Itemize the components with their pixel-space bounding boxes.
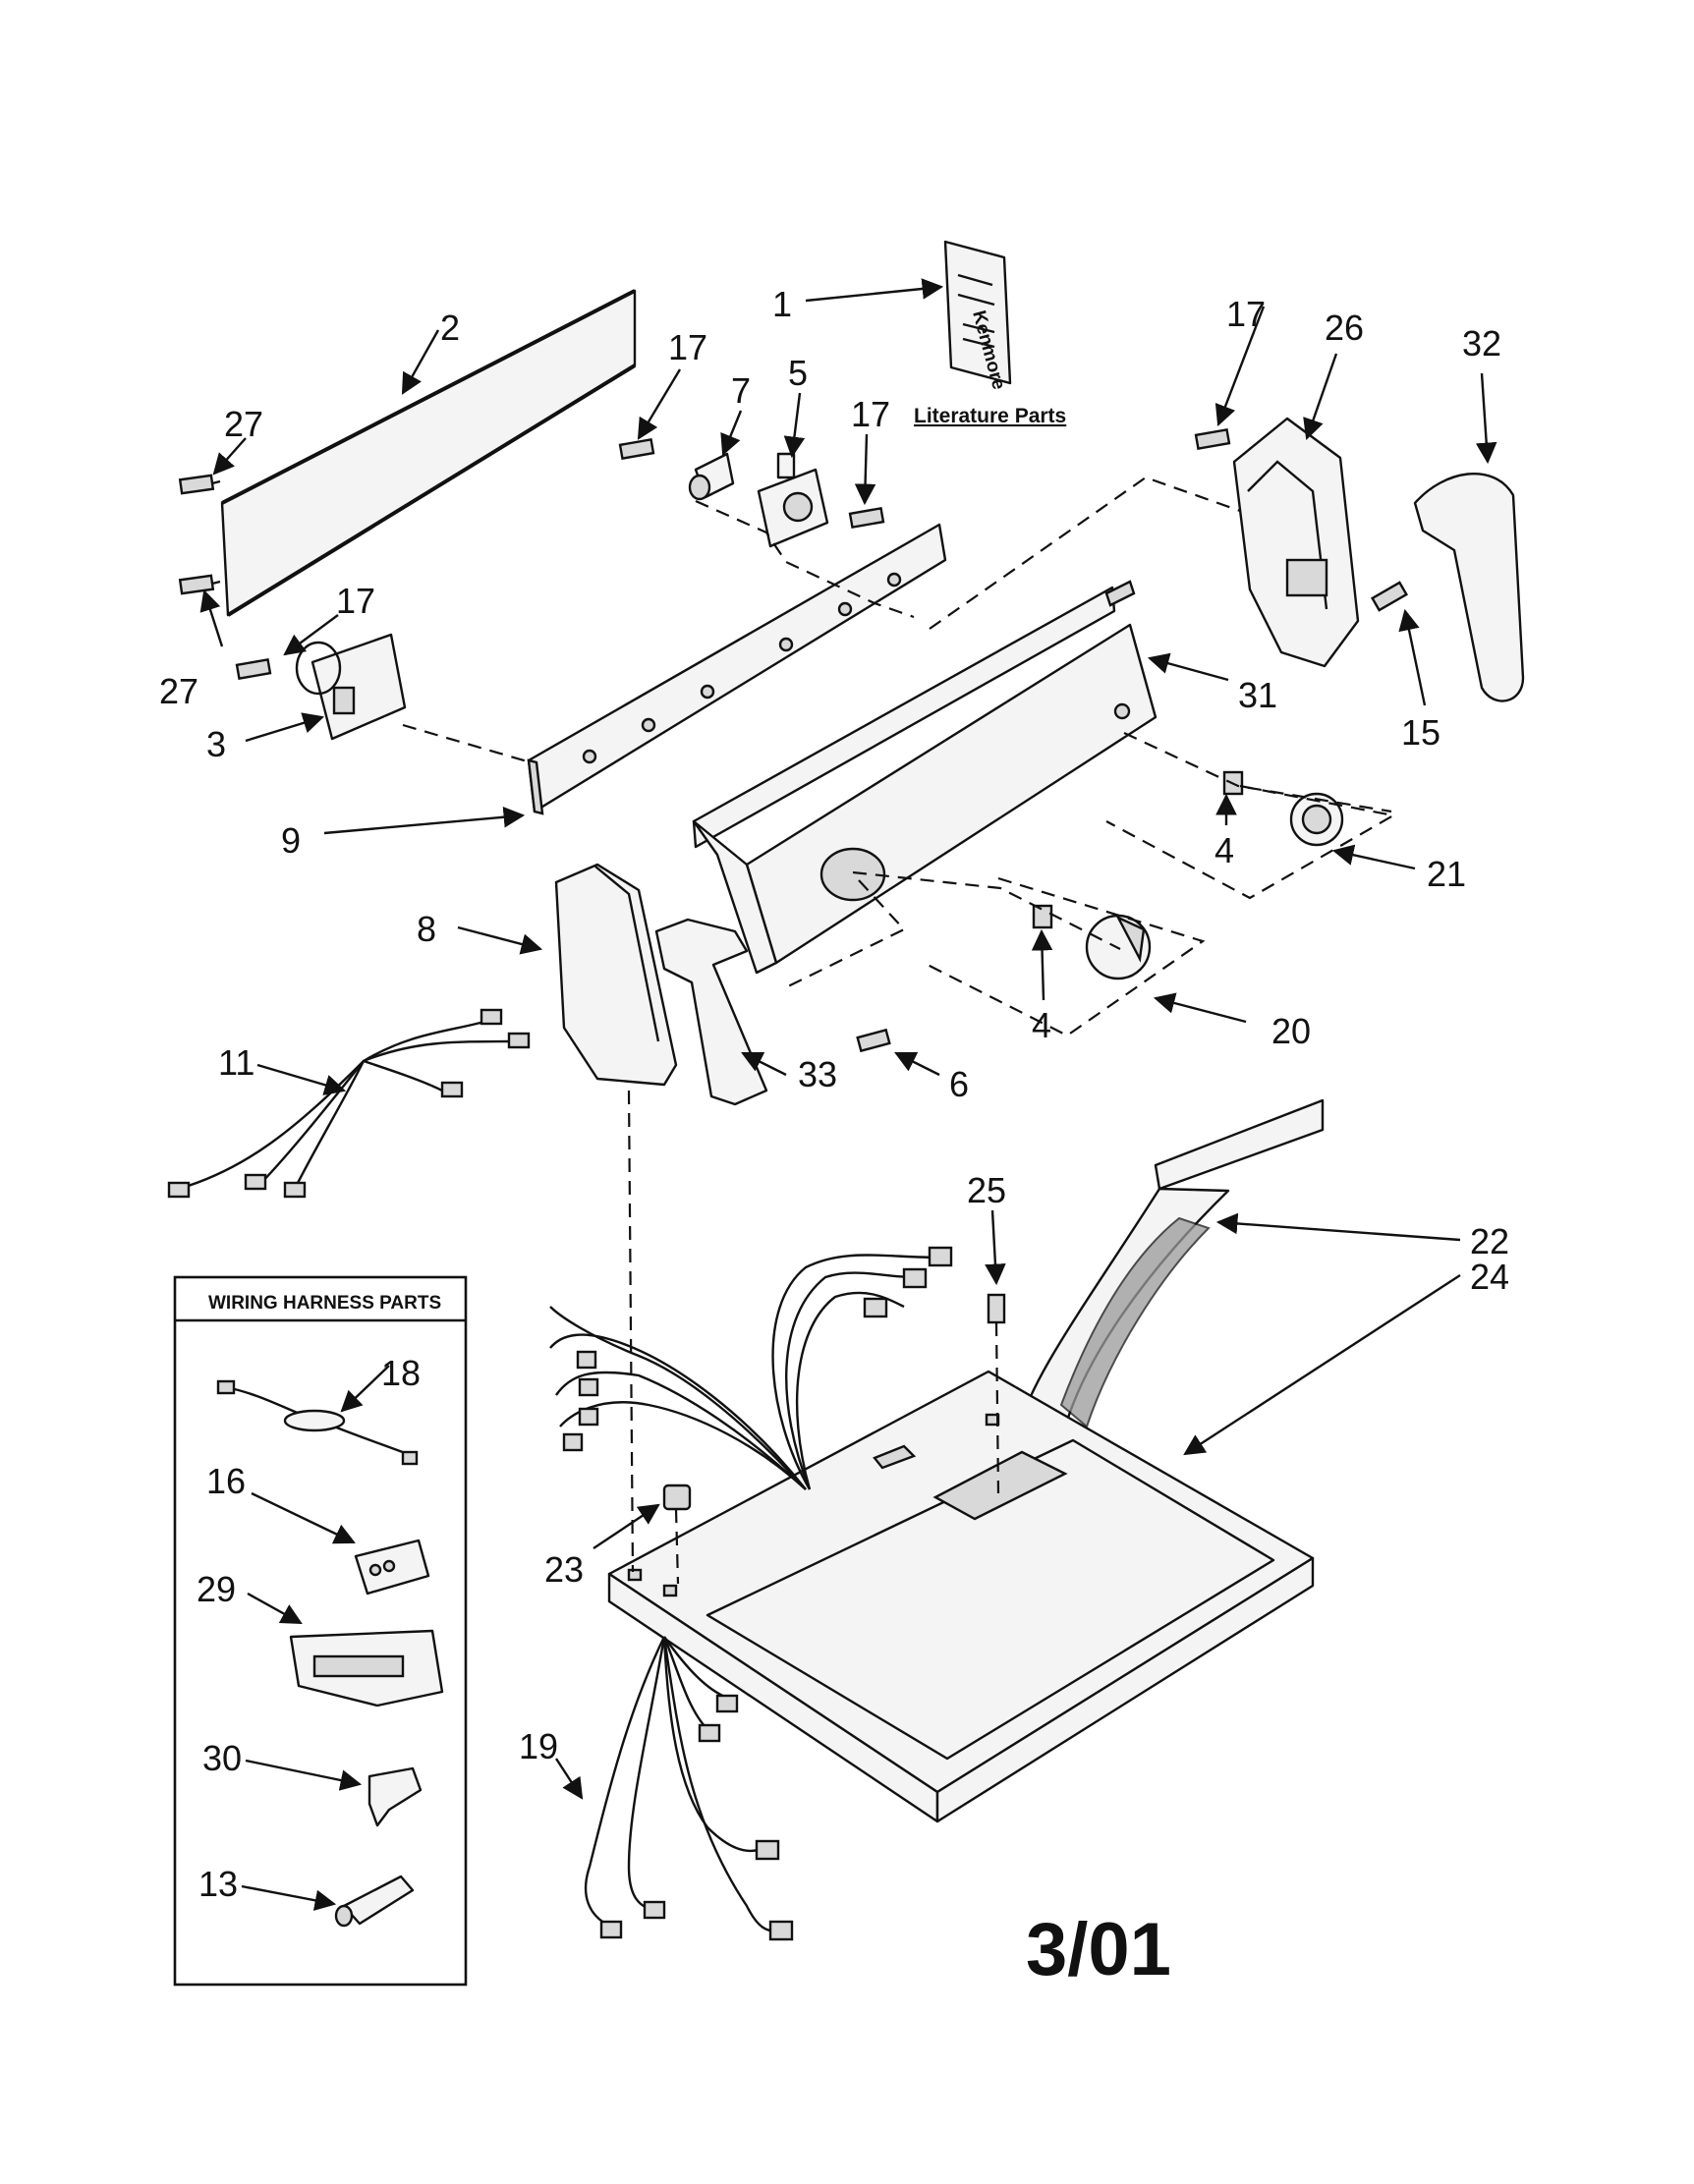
plug-23 (662, 1484, 692, 1511)
callout-1: 1 (772, 284, 792, 324)
callout-8: 8 (417, 909, 436, 949)
jumper-wire-18 (216, 1379, 419, 1466)
callout-4-right: 4 (1214, 830, 1234, 870)
callout-23: 23 (544, 1549, 584, 1590)
literature-booklet: Kenmore (943, 240, 1012, 392)
callout-13: 13 (198, 1864, 238, 1904)
knob-clip-4-left (1032, 904, 1053, 929)
control-panel-bracket-9 (527, 523, 947, 815)
right-end-cap-26 (1232, 417, 1360, 668)
callout-31: 31 (1238, 675, 1277, 715)
callout-17-middle: 17 (851, 394, 890, 434)
harness-top-left (549, 1306, 807, 1490)
switch-3 (295, 633, 407, 741)
callout-18: 18 (381, 1353, 421, 1393)
callout-5: 5 (788, 353, 808, 393)
callout-30: 30 (202, 1738, 242, 1778)
screw-27-upper (178, 474, 221, 495)
callout-22: 22 (1470, 1221, 1509, 1261)
callout-24: 24 (1470, 1257, 1509, 1297)
connector-16 (354, 1539, 430, 1596)
callout-27-upper: 27 (224, 404, 263, 444)
right-trim-32 (1413, 473, 1525, 702)
clip-30 (367, 1766, 423, 1827)
lint-duct-22 (1016, 1098, 1325, 1456)
harness-19 (584, 1636, 794, 1941)
top-panel-24 (607, 1370, 1315, 1823)
callout-27-lower: 27 (159, 671, 198, 711)
callout-33: 33 (798, 1054, 837, 1094)
clip-7 (688, 452, 735, 501)
callout-17-right: 17 (1226, 294, 1266, 334)
screw-17-left (618, 437, 655, 461)
screw-17-switch (235, 657, 272, 681)
console-31 (692, 580, 1158, 975)
callout-32: 32 (1462, 323, 1501, 364)
date-code: 3/01 (1026, 1908, 1171, 1991)
screw-15 (1371, 581, 1408, 612)
callout-4-left: 4 (1032, 1005, 1051, 1045)
screw-17-middle (848, 506, 885, 530)
wiring-box-title: WIRING HARNESS PARTS (208, 1293, 441, 1314)
screw-17-right (1194, 427, 1231, 451)
screw-25 (987, 1293, 1006, 1494)
callout-11: 11 (218, 1042, 254, 1083)
callout-2: 2 (440, 308, 460, 348)
terminal-13 (334, 1875, 415, 1928)
literature-parts-label: Literature Parts (914, 405, 1066, 427)
callout-16: 16 (206, 1461, 246, 1501)
screw-6 (856, 1028, 891, 1053)
callout-19: 19 (519, 1726, 558, 1766)
callout-17-left: 17 (668, 327, 707, 367)
callout-6: 6 (949, 1064, 969, 1104)
callout-3: 3 (206, 724, 226, 764)
connector-29 (289, 1629, 444, 1708)
left-end-cap-8 (554, 863, 678, 1087)
callout-20: 20 (1271, 1011, 1311, 1051)
callout-7: 7 (731, 370, 751, 411)
screw-27-lower (178, 574, 221, 595)
callout-9: 9 (281, 820, 301, 861)
callout-15: 15 (1401, 712, 1440, 753)
rear-panel (220, 289, 637, 617)
harness-top-right (771, 1246, 953, 1490)
callout-29: 29 (197, 1569, 236, 1609)
callout-21: 21 (1427, 854, 1466, 894)
harness-11 (167, 1008, 531, 1199)
callout-17-switch: 17 (336, 581, 375, 621)
knob-21 (1289, 792, 1344, 847)
switch-5 (757, 452, 829, 548)
callout-25: 25 (967, 1170, 1006, 1210)
callout-26: 26 (1325, 308, 1364, 348)
left-trim-33 (654, 918, 768, 1106)
wiring-harness-box: WIRING HARNESS PARTS (173, 1275, 468, 1987)
